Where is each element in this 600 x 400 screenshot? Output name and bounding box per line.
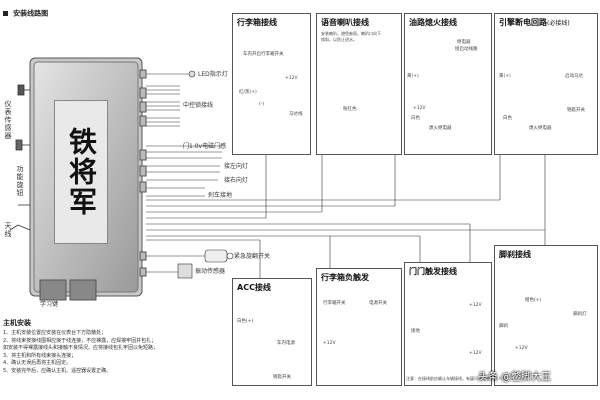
fuel-relay-text: 继电器	[457, 40, 471, 45]
trunk-red-black-text: 红/黑(+)	[239, 90, 257, 95]
trunk-panel-title: 行李箱接线	[237, 18, 277, 27]
central-lock-label: 中控锁接线	[183, 102, 214, 109]
sensor-label: 仪表传感器	[4, 100, 12, 140]
install-note-2: 2、将线束按接线图相应接于线连接，不应裸露，应焊接牢固并包扎；	[3, 337, 157, 344]
acc-panel: ACC接线 白色(+) 车内电源 钥匙开关	[232, 278, 312, 386]
engine-white-text: 白色	[503, 116, 512, 121]
trunk-motor-text: 马达线	[289, 112, 303, 117]
header-title: 安装线路图	[13, 9, 49, 18]
install-note-1: 1、主机安装位置应安装在仪表台下方隐蔽处；	[3, 330, 107, 336]
door-12v-text-1: +12V	[469, 303, 482, 308]
fuel-start-line-text: 接启动线路	[455, 47, 478, 52]
fuel-cut-panel-title: 油路熄火接线	[409, 18, 457, 27]
fuel-white-text: 白色	[411, 116, 420, 121]
acc-power-text: 车内电源	[277, 341, 295, 346]
trunk-neg-switch-text: 行李箱开关	[323, 301, 346, 306]
engine-key-text: 钥匙开关	[567, 108, 585, 113]
learn-key-label: 学习键	[40, 301, 59, 308]
trunk-negative-text: (-)	[259, 102, 265, 107]
header: 安装线路图	[3, 3, 48, 22]
fuel-yellow-text: 黄(+)	[407, 74, 419, 79]
engine-cut-subtitle: (必接线)	[547, 20, 570, 27]
acc-white-text: 白色(+)	[237, 319, 254, 324]
trunk-neg-12v-text: +12V	[323, 341, 336, 346]
install-note-6: 5、安装完毕后，应确认主机、遥控器设置正确。	[3, 367, 112, 374]
door-trigger-panel-title: 门门触发接线	[409, 267, 457, 276]
fuel-cut-panel: 油路熄火接线 继电器 接启动线路 黄(+) +12V 白色 熄火继电器	[404, 13, 492, 155]
door-ground-text: 接地	[411, 329, 420, 334]
engine-cut-title-text: 引擎断电回路	[499, 18, 547, 27]
engine-starter-text: 启动马达	[565, 74, 583, 79]
pedal-brake-panel: 脚刹接线 橙色(+) +12V 脚刹 脚刹灯	[494, 245, 598, 386]
right-turn-label: 接右向灯	[224, 177, 249, 184]
function-knob-label: 功能旋钮	[16, 165, 24, 197]
brand-text: 铁将军	[65, 127, 98, 217]
antenna-label: 天线	[4, 222, 12, 238]
acc-key-text: 钥匙开关	[273, 375, 291, 380]
trunk-panel: 行李箱接线 车内开启行李箱开关 +12V 红/黑(+) (-) 马达线	[232, 13, 311, 155]
trunk-negative-panel: 行李箱负触发 行李箱开关 电源开关 +12V	[316, 268, 402, 386]
watermark: 头条 @鳖脚大王	[478, 372, 552, 383]
header-square-icon	[3, 11, 8, 16]
engine-cut-panel: 引擎断电回路(必接线) 启动马达 黄(+) 白色 熄火继电器 钥匙开关	[494, 13, 598, 155]
acc-panel-title: ACC接线	[237, 283, 271, 292]
install-note-5: 4、确认无误后再将主机固定。	[3, 360, 72, 366]
speaker-panel-title: 语音喇叭接线	[321, 18, 369, 27]
footnote: 注意：在接线前应确认车辆接线，有疑问请咨询专业人员。	[406, 376, 510, 381]
install-notes: 主机安装 1、主机安装位置应安装在仪表台下方隐蔽处； 2、将线束按接线图相应接于…	[3, 318, 229, 375]
trunk-neg-power-text: 电源开关	[369, 301, 387, 306]
engine-relay-text: 熄火继电器	[529, 126, 552, 131]
pedal-brake-panel-title: 脚刹接线	[499, 250, 531, 259]
speaker-pink-text: 粉红色	[343, 107, 357, 112]
led-wire-label: LED指示灯	[198, 71, 228, 78]
pedal-lamp-text: 脚刹灯	[573, 312, 587, 317]
left-turn-label: 接左向灯	[224, 163, 249, 170]
door-12v-text-2: +12V	[469, 351, 482, 356]
engine-cut-panel-title: 引擎断电回路(必接线)	[499, 17, 570, 28]
fuel-cut-relay-text: 熄火继电器	[429, 126, 452, 131]
brake-ground-label: 刹车接地	[208, 192, 233, 199]
install-note-4: 3、将主机和所有线束接头连接；	[3, 352, 77, 359]
speaker-note-1: 安装喇叭，避免被雨，喇叭口向下	[321, 31, 381, 36]
brand-label: 铁将军	[54, 100, 108, 244]
siren-switch-label: 紧急旋翻开关	[234, 253, 271, 260]
speaker-panel: 语音喇叭接线 安装喇叭，避免被雨，喇叭口向下 倾斜，以防止进水。 粉红色	[316, 13, 402, 155]
pedal-brake-text: 脚刹	[499, 324, 508, 329]
trunk-switch-text: 车内开启行李箱开关	[243, 52, 284, 57]
pedal-orange-text: 橙色(+)	[525, 298, 542, 303]
engine-yellow-text: 黄(+)	[499, 74, 511, 79]
speaker-note-2: 倾斜，以防止进水。	[321, 37, 357, 42]
install-note-3: 如安装不得裸露接线头和接触不良情况。应将接线包扎牢固以免短路；	[3, 345, 159, 351]
pedal-12v-text: +12V	[515, 346, 528, 351]
door-trigger-wire-label: 门1.0v电磁门感	[183, 143, 227, 150]
fuel-12v-text: +12V	[413, 106, 426, 111]
install-notes-title: 主机安装	[3, 319, 31, 327]
trunk-12v-text: +12V	[285, 76, 298, 81]
vibration-sensor-label: 振动传感器	[195, 268, 226, 275]
trunk-negative-panel-title: 行李箱负触发	[321, 273, 369, 282]
door-trigger-panel: 门门触发接线 +12V +12V 接地	[404, 262, 492, 386]
